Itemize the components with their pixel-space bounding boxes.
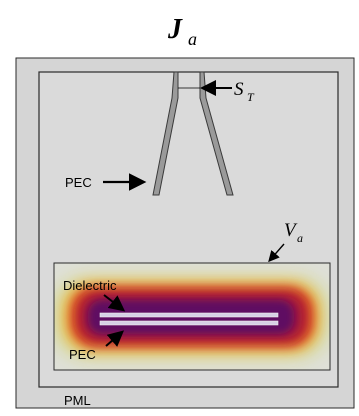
va-arrow bbox=[268, 243, 285, 263]
probe-left-leg bbox=[152, 71, 179, 196]
dielectric-label: Dielectric bbox=[63, 278, 117, 293]
va-label-subscript: a bbox=[297, 231, 303, 245]
title-subscript: a bbox=[188, 29, 197, 49]
pml-label: PML bbox=[64, 393, 91, 408]
dielectric-strip-top bbox=[99, 312, 279, 318]
pec-bottom-label: PEC bbox=[69, 347, 96, 362]
st-label-subscript: T bbox=[247, 90, 255, 104]
va-border bbox=[53, 262, 331, 371]
va-label-symbol: V bbox=[284, 220, 298, 241]
title-symbol: J bbox=[167, 14, 183, 45]
st-label-symbol: S bbox=[234, 79, 244, 100]
dielectric-arrow bbox=[103, 294, 126, 312]
pec-top-label: PEC bbox=[65, 175, 92, 190]
pec-strip-bottom bbox=[99, 320, 279, 326]
pec-bottom-arrow bbox=[105, 330, 125, 347]
